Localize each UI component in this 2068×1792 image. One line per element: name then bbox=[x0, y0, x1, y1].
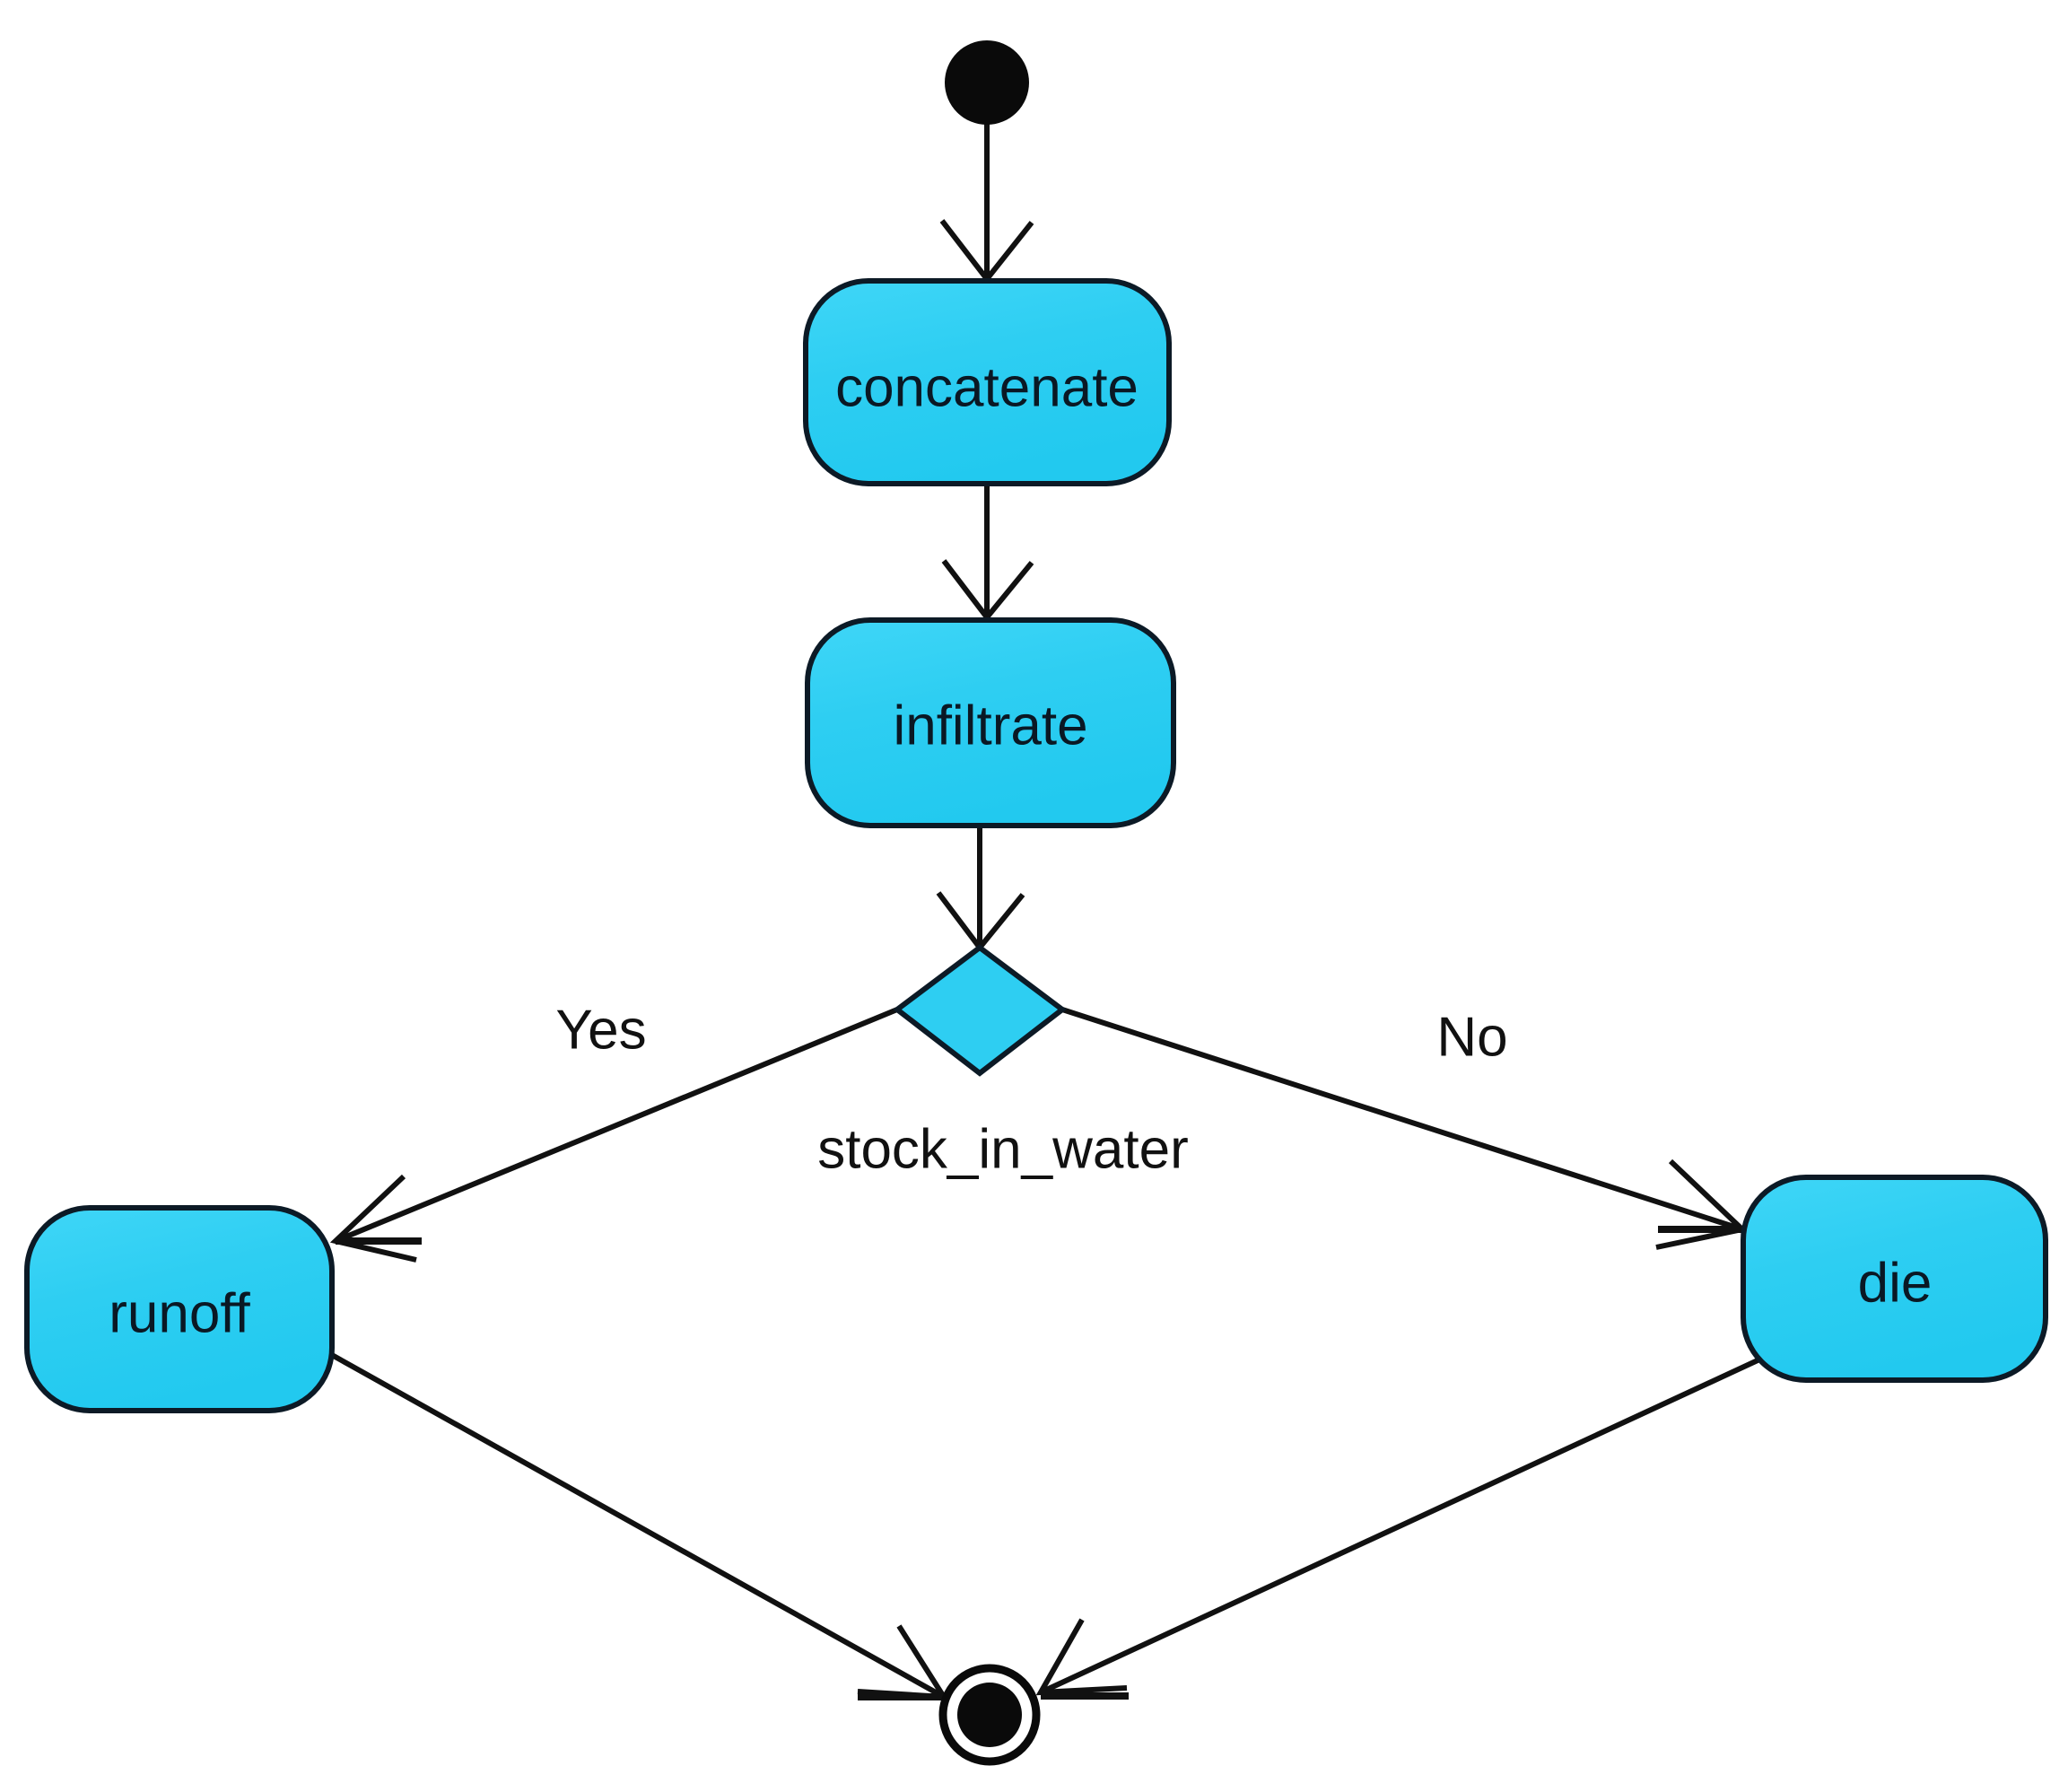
activity-node-die[interactable]: die bbox=[1741, 1175, 2048, 1383]
edge-concatenate-to-infiltrate bbox=[941, 483, 1034, 622]
activity-node-runoff[interactable]: runoff bbox=[24, 1205, 335, 1413]
branch-label-yes: Yes bbox=[555, 1000, 646, 1062]
branch-label-no: No bbox=[1436, 1007, 1507, 1069]
edge-start-to-concatenate bbox=[939, 124, 1034, 284]
decision-node[interactable] bbox=[893, 944, 1067, 1077]
edge-decision-to-runoff bbox=[329, 1007, 899, 1263]
edge-die-to-end bbox=[1035, 1352, 1771, 1700]
activity-label-infiltrate: infiltrate bbox=[893, 695, 1087, 757]
activity-node-concatenate[interactable]: concatenate bbox=[803, 278, 1172, 486]
activity-node-infiltrate[interactable]: infiltrate bbox=[805, 617, 1176, 828]
decision-condition-label: stock_in_water bbox=[817, 1119, 1189, 1181]
activity-label-runoff: runoff bbox=[109, 1283, 250, 1345]
final-node bbox=[938, 1664, 1041, 1766]
edge-runoff-to-end bbox=[330, 1352, 949, 1700]
activity-label-die: die bbox=[1858, 1253, 1933, 1315]
edge-infiltrate-to-decision bbox=[936, 826, 1025, 952]
initial-node bbox=[945, 40, 1029, 125]
activity-label-concatenate: concatenate bbox=[835, 357, 1139, 419]
